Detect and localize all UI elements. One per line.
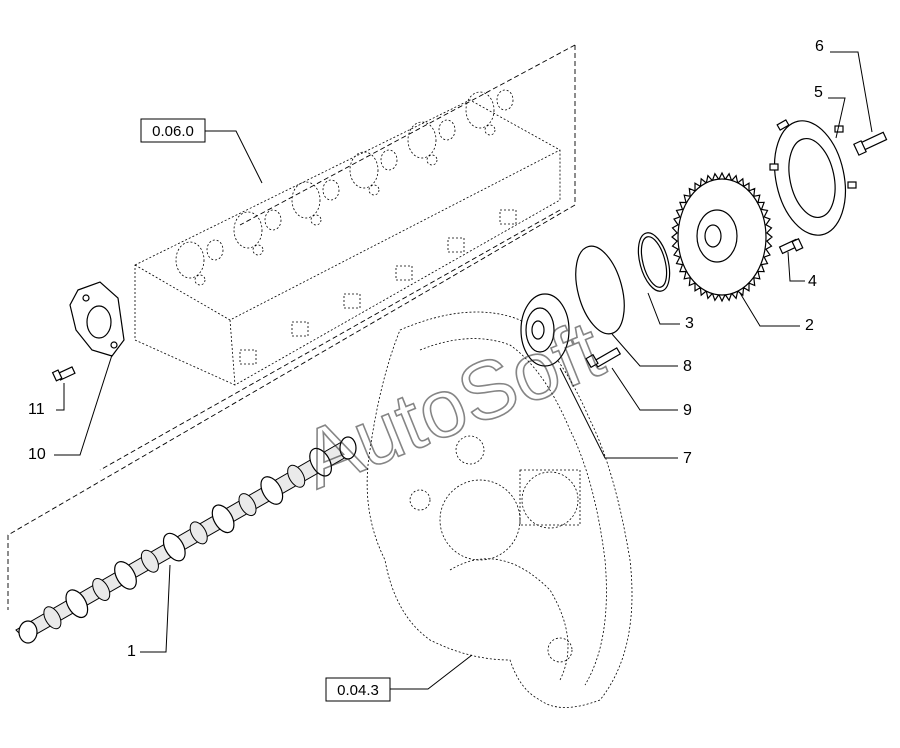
part-11-bolt xyxy=(51,366,76,382)
part-1-camshaft xyxy=(15,436,357,644)
svg-text:5: 5 xyxy=(814,84,823,101)
svg-text:9: 9 xyxy=(683,402,692,419)
label-6: 6 xyxy=(815,38,873,133)
label-10: 10 xyxy=(28,354,113,463)
part-6-bolt xyxy=(853,131,888,156)
svg-text:2: 2 xyxy=(805,317,814,334)
ref-box-timing-cover: 0.04.3 xyxy=(325,654,473,702)
svg-text:6: 6 xyxy=(815,38,824,55)
svg-text:3: 3 xyxy=(685,315,694,332)
svg-text:11: 11 xyxy=(28,401,45,418)
watermark-text: AutoSoft xyxy=(289,304,615,506)
svg-text:7: 7 xyxy=(683,450,692,467)
part-7-hub xyxy=(520,293,570,367)
part-10-flange xyxy=(69,281,125,357)
part-9-bolt xyxy=(585,347,622,369)
part-2-timing-gear xyxy=(671,171,773,303)
assembly-envelope xyxy=(7,44,576,610)
label-7: 7 xyxy=(559,367,692,467)
label-4: 4 xyxy=(787,251,817,290)
svg-text:1: 1 xyxy=(127,643,136,660)
label-11: 11 xyxy=(28,383,65,418)
svg-text:8: 8 xyxy=(683,358,692,375)
timing-cover xyxy=(366,311,633,708)
label-9: 9 xyxy=(611,367,692,419)
ref-box-cylinder-head: 0.06.0 xyxy=(140,118,263,184)
part-3-oring xyxy=(637,232,671,292)
label-1: 1 xyxy=(127,564,171,660)
label-8: 8 xyxy=(611,333,692,375)
part-5-cover-plate xyxy=(769,119,857,236)
cylinder-head xyxy=(134,89,561,386)
label-5: 5 xyxy=(814,84,846,139)
svg-text:0.04.3: 0.04.3 xyxy=(337,682,379,699)
label-3: 3 xyxy=(647,292,694,332)
part-4-bolt xyxy=(778,237,804,255)
label-2: 2 xyxy=(739,292,814,334)
svg-text:0.06.0: 0.06.0 xyxy=(152,123,194,140)
svg-text:4: 4 xyxy=(808,273,817,290)
svg-text:10: 10 xyxy=(28,446,46,463)
part-8-gasket xyxy=(575,245,625,335)
